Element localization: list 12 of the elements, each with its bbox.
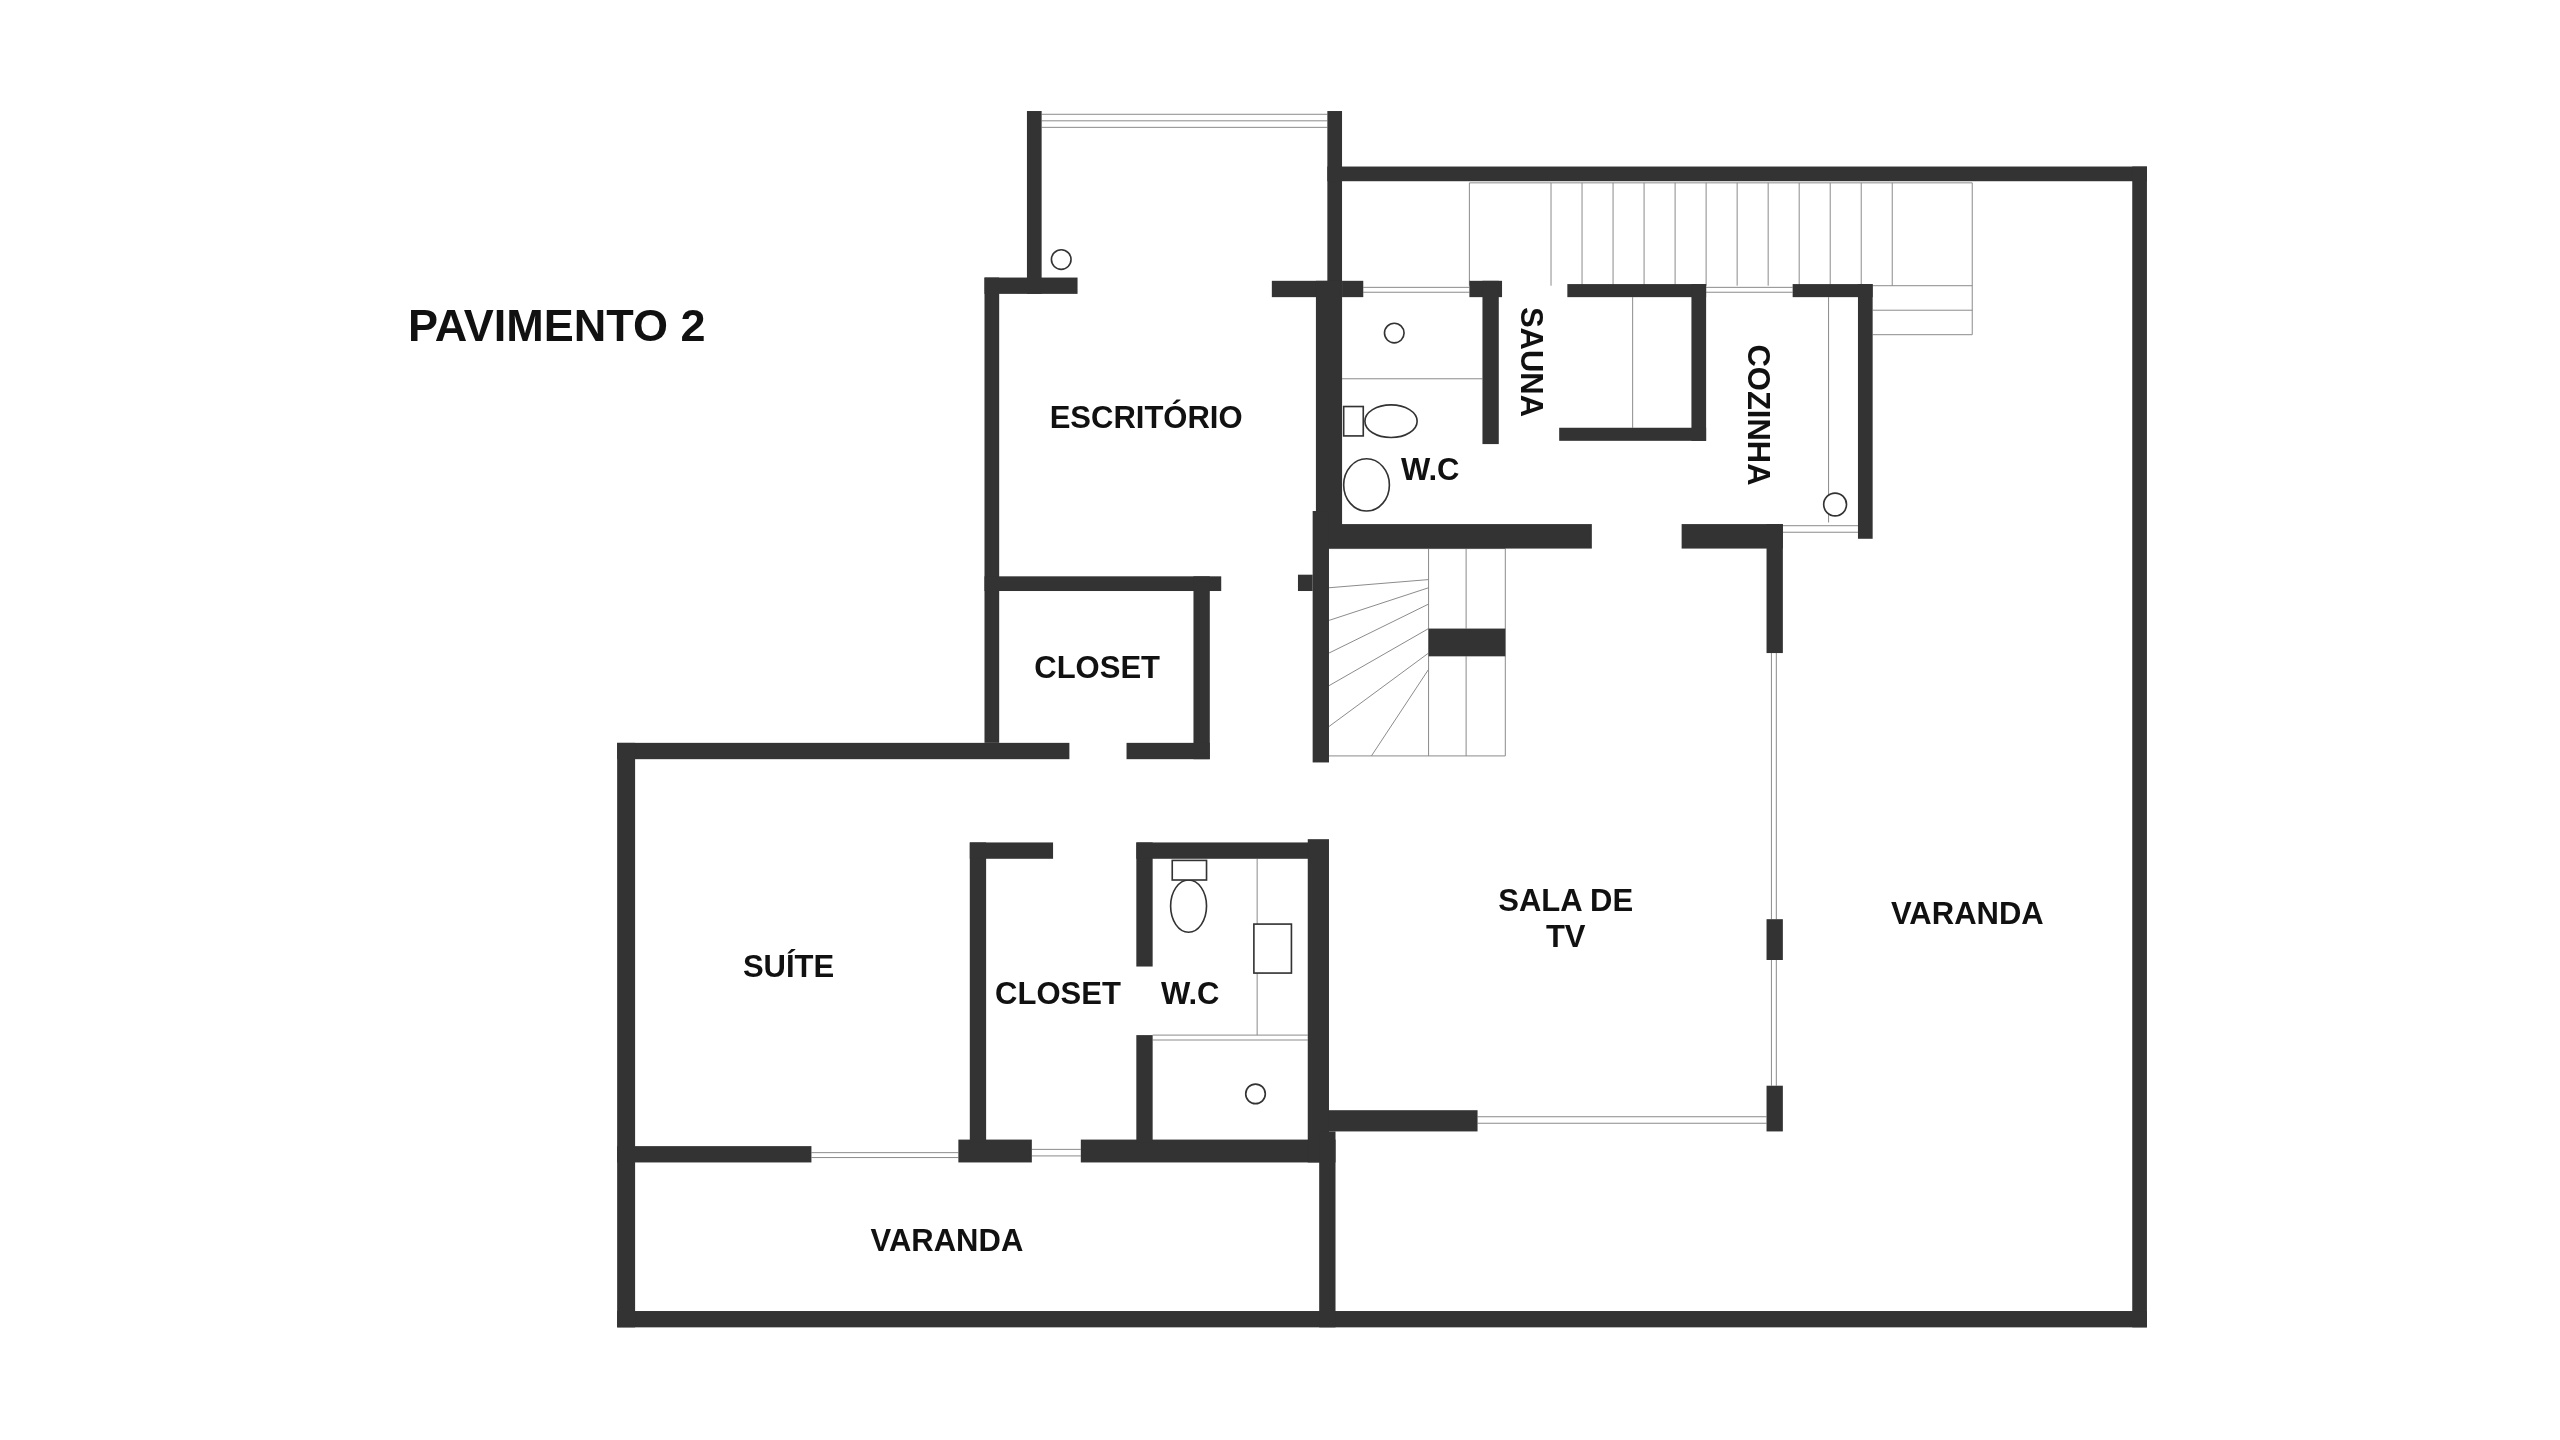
room-label: SALA DE TV xyxy=(1497,883,1635,955)
floor-title: PAVIMENTO 2 xyxy=(408,300,706,352)
room-label: VARANDA xyxy=(870,1223,1024,1259)
room-label: CLOSET xyxy=(1034,649,1160,686)
room-label: SAUNA xyxy=(1513,307,1550,418)
room-label: CLOSET xyxy=(995,976,1121,1013)
room-label: SUÍTE xyxy=(742,948,835,985)
room-label: ESCRITÓRIO xyxy=(1049,400,1243,436)
room-label: COZINHA xyxy=(1740,344,1777,486)
room-label: VARANDA xyxy=(1891,896,2044,933)
room-label: W.C xyxy=(1160,976,1220,1013)
room-label: W.C xyxy=(1400,452,1460,488)
